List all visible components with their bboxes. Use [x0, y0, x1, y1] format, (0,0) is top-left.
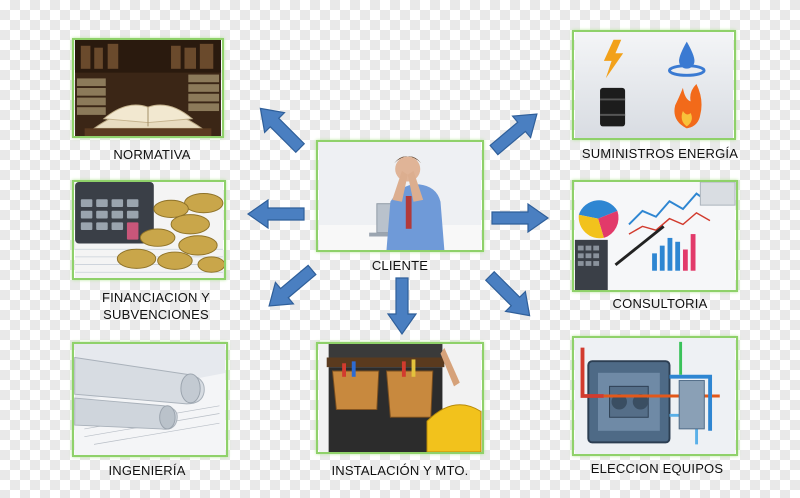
ingenieria-label: INGENIERÍA: [108, 463, 186, 478]
arrow-to-financiacion: [247, 199, 305, 229]
lightning-icon: [603, 39, 624, 79]
suministros-image: [572, 30, 736, 140]
arrow-to-consultoria: [491, 203, 549, 233]
cliente-image: [316, 140, 484, 252]
water-drop-icon: [679, 41, 695, 69]
consultoria-image: [572, 180, 738, 292]
arrow-to-instalacion: [387, 277, 417, 335]
ingenieria-image: [72, 342, 228, 457]
instalacion-label: INSTALACIÓN Y MTO.: [331, 463, 469, 478]
suministros-label: SUMINISTROS ENERGÍA: [581, 146, 739, 161]
arrow-to-ingenieria: [259, 258, 322, 318]
arrow-to-suministros: [484, 102, 547, 162]
oil-barrel-icon: [600, 87, 626, 127]
arrow-to-normativa: [249, 97, 311, 159]
financiacion-image: [72, 180, 226, 280]
normativa-image: [72, 38, 224, 138]
arrow-to-eleccion: [479, 265, 541, 327]
financiacion-label-line1: FINANCIACION Y: [101, 290, 211, 305]
normativa-label: NORMATIVA: [113, 147, 191, 162]
financiacion-label-line2: SUBVENCIONES: [103, 307, 209, 322]
instalacion-image: [316, 342, 484, 454]
eleccion-image: [572, 336, 738, 456]
flame-icon: [674, 84, 702, 129]
cliente-label: CLIENTE: [371, 258, 429, 273]
eleccion-label: ELECCION EQUIPOS: [590, 461, 724, 476]
consultoria-label: CONSULTORIA: [612, 296, 708, 311]
